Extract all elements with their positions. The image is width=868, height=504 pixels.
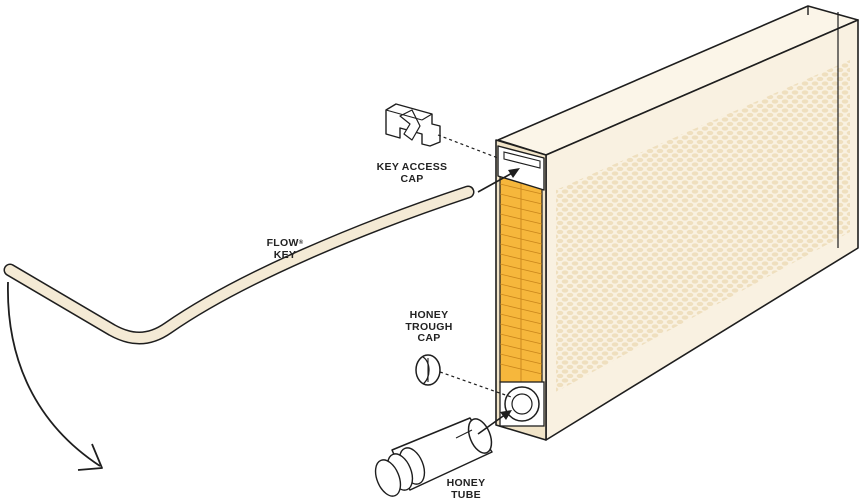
- honey-tube-label: HONEY TUBE: [446, 477, 486, 501]
- key-access-cap-label: KEY ACCESS CAP: [376, 161, 448, 185]
- flow-frame: [495, 5, 859, 441]
- honeycomb-area: [556, 60, 850, 392]
- honey-trough-cap-label: HONEY TROUGH CAP: [405, 309, 453, 344]
- flow-cells: [499, 171, 543, 393]
- trough-cap-guide-line: [439, 371, 515, 399]
- tube-insert-arrow: [477, 413, 507, 435]
- flow-key: [3, 185, 475, 345]
- key-cap-guide-line: [437, 134, 499, 159]
- flow-key-label: FLOW® KEY: [266, 237, 304, 261]
- rotation-arrow: [7, 281, 101, 467]
- honey-trough-cap: [415, 354, 441, 386]
- insert-arrow: [477, 171, 515, 193]
- key-access-cap: [385, 103, 441, 147]
- honey-tube: [374, 417, 493, 497]
- honey-trough-outlet: [499, 381, 545, 427]
